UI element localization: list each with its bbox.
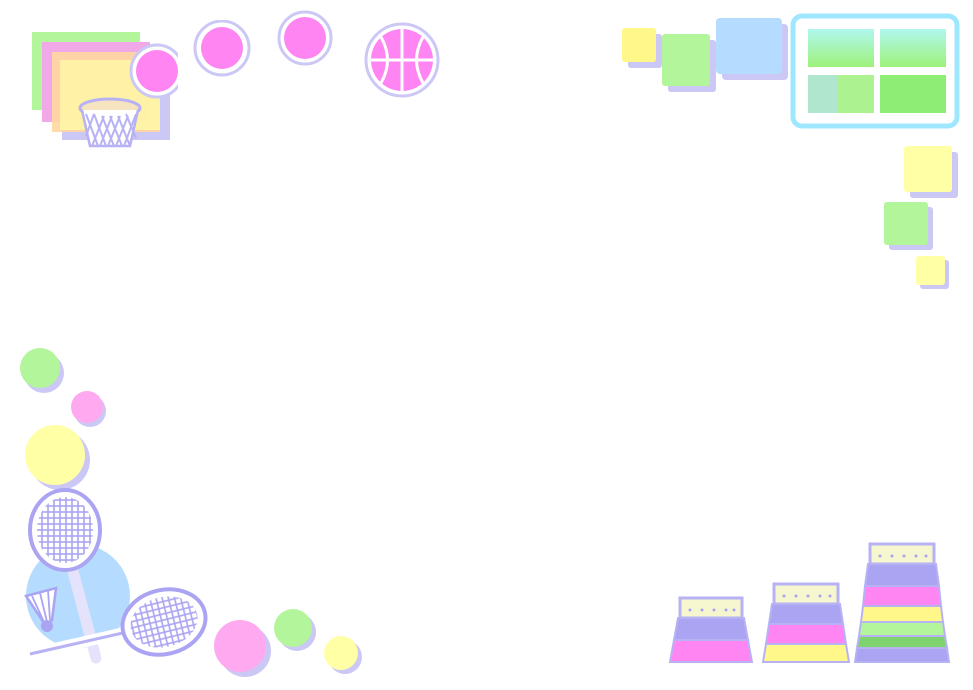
square-decoration xyxy=(660,32,718,94)
basketball-hoop-group xyxy=(28,28,178,158)
basketball-hoop-icon xyxy=(32,32,178,148)
shuttlecock-icon xyxy=(23,586,58,632)
badminton-group xyxy=(18,488,214,668)
circle-decoration xyxy=(272,607,320,655)
circle-decoration xyxy=(68,388,112,432)
vaulting-box-icon xyxy=(760,580,854,666)
circle-decoration xyxy=(322,634,366,678)
circle-decoration xyxy=(22,422,94,494)
basketball-icon xyxy=(364,22,442,100)
badminton-racket-icon xyxy=(24,587,208,660)
window-icon xyxy=(790,13,960,131)
square-decoration xyxy=(914,254,952,292)
ball-icon xyxy=(192,20,254,80)
square-decoration xyxy=(902,144,960,200)
circle-decoration xyxy=(212,618,274,680)
square-decoration xyxy=(714,16,790,82)
vaulting-box-icon xyxy=(668,594,756,666)
ball-icon xyxy=(276,10,336,70)
vaulting-box-icon xyxy=(852,540,956,666)
square-decoration xyxy=(882,200,936,252)
square-decoration xyxy=(620,26,664,70)
circle-decoration xyxy=(18,346,68,396)
